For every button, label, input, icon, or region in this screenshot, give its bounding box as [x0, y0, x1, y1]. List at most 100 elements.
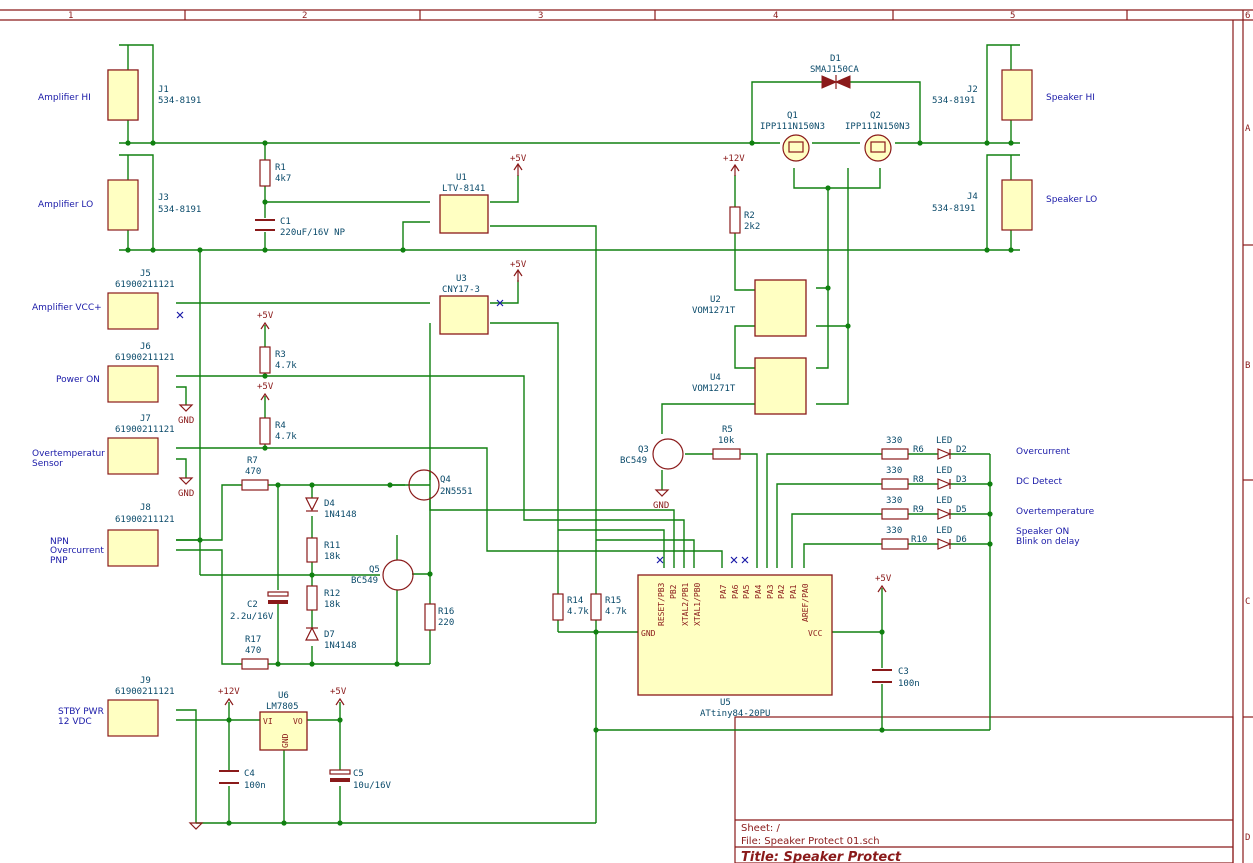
- led-d3[interactable]: LED D3: [936, 466, 967, 490]
- connector-j7[interactable]: J7 61900211121: [107, 414, 175, 475]
- r3-ref: R3: [275, 350, 286, 360]
- r16-ref: R16: [438, 607, 454, 617]
- frame-col-4: 4: [773, 11, 778, 21]
- mosfet-q2[interactable]: Q2 IPP111N150N3: [845, 111, 910, 162]
- u5-pin-pa1: PA1: [789, 584, 798, 599]
- connector-j1[interactable]: J1 534-8191: [107, 69, 201, 121]
- resistor-r4[interactable]: R4 4.7k: [259, 417, 297, 445]
- resistor-r1[interactable]: R1 4k7: [259, 159, 291, 187]
- led-d6[interactable]: LED D6: [936, 526, 967, 550]
- photovoltaic-driver-u2[interactable]: U2 VOM1271T: [692, 279, 807, 337]
- capacitor-c3[interactable]: C3 100n: [872, 667, 920, 689]
- led-d2[interactable]: LED D2: [936, 436, 967, 460]
- j5-value: 61900211121: [115, 280, 175, 290]
- r4-value: 4.7k: [275, 432, 297, 442]
- title-block: Sheet: / File: Speaker Protect 01.sch Ti…: [734, 716, 1234, 863]
- u1-value: LTV-8141: [442, 184, 485, 194]
- u2-value: VOM1271T: [692, 306, 736, 316]
- resistor-r17[interactable]: R17 470: [241, 635, 269, 670]
- sheet-label: Sheet: /: [741, 823, 780, 834]
- resistor-r12[interactable]: R12 18k: [306, 585, 341, 611]
- net-overcurrent: Overcurrent: [50, 546, 104, 556]
- d2-ref: D2: [956, 445, 967, 455]
- connector-j5[interactable]: J5 61900211121: [107, 269, 175, 330]
- q1-ref: Q1: [787, 111, 798, 121]
- power-symbols: +5V +5V +12V +5V +5V +5V +12V +5V: [178, 154, 892, 830]
- net-amp-hi: Amplifier HI: [38, 93, 91, 103]
- connector-j6[interactable]: J6 61900211121: [107, 342, 175, 403]
- pwr-5v-u5: +5V: [875, 574, 892, 593]
- resistor-r8[interactable]: 330 R8: [881, 466, 924, 490]
- resistor-r6[interactable]: 330 R6: [881, 436, 924, 460]
- resistor-r7[interactable]: R7 470: [241, 456, 269, 491]
- capacitor-c5[interactable]: C5 10u/16V: [329, 769, 392, 791]
- capacitor-c4[interactable]: C4 100n: [219, 769, 266, 791]
- resistor-r3[interactable]: R3 4.7k: [259, 346, 297, 374]
- u5-pin-pa2: PA2: [777, 584, 786, 599]
- d6-value: LED: [936, 526, 952, 536]
- r10-ref: R10: [911, 535, 927, 545]
- optocoupler-u3[interactable]: U3 CNY17-3: [439, 274, 489, 335]
- transistor-q4[interactable]: Q4 2N5551: [408, 469, 473, 501]
- frame-col-1: 1: [68, 11, 73, 21]
- d4-value: 1N4148: [324, 510, 357, 520]
- photovoltaic-driver-u4[interactable]: U4 VOM1271T: [692, 357, 807, 415]
- r15-value: 4.7k: [605, 607, 627, 617]
- file-label: File: Speaker Protect 01.sch: [741, 836, 880, 847]
- diode-d4[interactable]: D4 1N4148: [305, 497, 357, 520]
- frame-row-a: A: [1245, 124, 1251, 134]
- d4-ref: D4: [324, 499, 335, 509]
- c2-ref: C2: [247, 600, 258, 610]
- resistor-r2[interactable]: R2 2k2: [729, 206, 760, 234]
- led-d5[interactable]: LED D5: [936, 496, 967, 520]
- u6-pin-vi: VI: [263, 717, 273, 726]
- connector-j8[interactable]: J8 61900211121: [107, 503, 175, 567]
- u5-pin-xtal2: XTAL2/PB1: [681, 582, 690, 626]
- resistor-r5[interactable]: R5 10k: [712, 425, 741, 460]
- pwr-12v-r2-label: +12V: [723, 154, 745, 164]
- u5-pin-pa3: PA3: [766, 584, 775, 599]
- resistor-r16[interactable]: R16 220: [424, 603, 454, 631]
- tvs-diode-d1[interactable]: D1 SMAJ150CA: [810, 54, 859, 89]
- capacitor-c1[interactable]: C1 220uF/16V NP: [255, 217, 346, 238]
- j8-value: 61900211121: [115, 515, 175, 525]
- transistor-q5[interactable]: Q5 BC549: [351, 559, 414, 591]
- frame-col-6: 6: [1245, 11, 1250, 21]
- r7-value: 470: [245, 467, 261, 477]
- connector-j2[interactable]: J2 534-8191: [932, 69, 1033, 121]
- mcu-u5[interactable]: U5 ATtiny84-20PU GND VCC RESET/PB3 PB2 X…: [637, 574, 833, 719]
- resistor-r14[interactable]: R14 4.7k: [552, 593, 589, 621]
- q5-value: BC549: [351, 576, 378, 586]
- diode-d7[interactable]: D7 1N4148: [305, 626, 357, 651]
- optocoupler-u1[interactable]: U1 LTV-8141: [439, 173, 489, 234]
- resistor-r10[interactable]: 330 R10: [881, 526, 927, 550]
- pwr-12v-r2: +12V: [723, 154, 745, 176]
- gnd-q3-label: GND: [653, 501, 669, 511]
- net-pnp: PNP: [50, 556, 68, 566]
- pwr-5v-r4-label: +5V: [257, 382, 274, 392]
- pwr-5v-u1-label: +5V: [510, 154, 527, 164]
- mosfet-q1[interactable]: Q1 IPP111N150N3: [760, 111, 825, 162]
- j6-value: 61900211121: [115, 353, 175, 363]
- u3-ref: U3: [456, 274, 467, 284]
- connector-j3[interactable]: J3 534-8191: [107, 179, 201, 231]
- u5-pin-xtal1: XTAL1/PB0: [693, 582, 702, 626]
- regulator-u6[interactable]: U6 LM7805 VI VO GND: [259, 691, 308, 751]
- c4-ref: C4: [244, 769, 255, 779]
- resistor-r9[interactable]: 330 R9: [881, 496, 924, 520]
- net-spk-hi: Speaker HI: [1046, 93, 1095, 103]
- r2-value: 2k2: [744, 222, 760, 232]
- capacitor-c2[interactable]: C2 2.2u/16V: [230, 591, 289, 622]
- transistor-q3[interactable]: Q3 BC549: [620, 438, 684, 470]
- connector-j9[interactable]: J9 61900211121: [107, 676, 175, 737]
- u5-ref: U5: [720, 698, 731, 708]
- r10-value: 330: [886, 526, 902, 536]
- connector-j4[interactable]: J4 534-8191: [932, 179, 1033, 231]
- j4-ref: J4: [967, 192, 978, 202]
- net-overtemp-2: Sensor: [32, 459, 63, 469]
- gnd-j6-label: GND: [178, 416, 194, 426]
- resistor-r15[interactable]: R15 4.7k: [590, 593, 627, 621]
- j8-ref: J8: [140, 503, 151, 513]
- r5-value: 10k: [718, 436, 735, 446]
- resistor-r11[interactable]: R11 18k: [306, 537, 341, 563]
